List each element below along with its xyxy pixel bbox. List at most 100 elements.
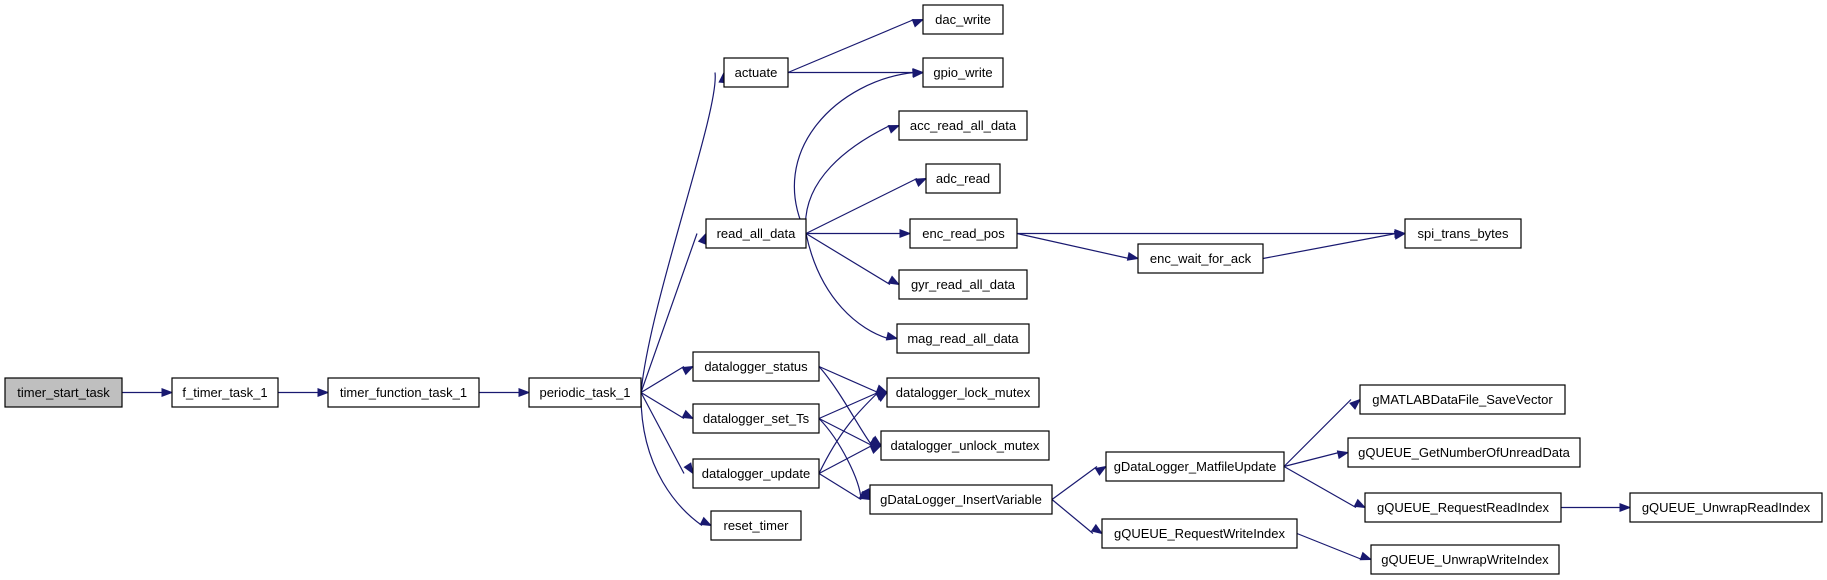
node-label: mag_read_all_data bbox=[907, 331, 1019, 346]
call-edge-periodic_task_1-to-datalogger_set_Ts bbox=[640, 391, 685, 420]
call-edge-actuate-to-dac_write bbox=[787, 18, 915, 74]
arrowhead-gDataLogger_InsertVariable-to-gQUEUE_RequestWriteIndex bbox=[1090, 523, 1104, 535]
node-label: enc_read_pos bbox=[922, 226, 1005, 241]
node-label: datalogger_update bbox=[702, 466, 810, 481]
arrowhead-timer_start_task-to-f_timer_task_1 bbox=[161, 387, 174, 398]
node-datalogger_update[interactable]: datalogger_update bbox=[692, 458, 820, 489]
node-f_timer_task_1[interactable]: f_timer_task_1 bbox=[171, 377, 279, 408]
node-gpio_write[interactable]: gpio_write bbox=[922, 57, 1004, 88]
arrowhead-enc_read_pos-to-enc_wait_for_ack bbox=[1126, 251, 1140, 261]
node-datalogger_set_Ts[interactable]: datalogger_set_Ts bbox=[692, 403, 820, 434]
node-box[interactable] bbox=[692, 403, 820, 434]
node-timer_start_task[interactable]: timer_start_task bbox=[4, 377, 123, 408]
node-box[interactable] bbox=[723, 57, 789, 88]
arrowhead-timer_function_task_1-to-periodic_task_1 bbox=[518, 387, 531, 398]
node-label: enc_wait_for_ack bbox=[1150, 251, 1252, 266]
node-spi_trans_bytes[interactable]: spi_trans_bytes bbox=[1404, 218, 1522, 249]
node-box[interactable] bbox=[898, 110, 1028, 141]
call-edge-periodic_task_1-to-reset_timer bbox=[640, 392, 703, 526]
node-actuate[interactable]: actuate bbox=[723, 57, 789, 88]
node-gQUEUE_RequestReadIndex[interactable]: gQUEUE_RequestReadIndex bbox=[1364, 492, 1562, 523]
call-edge-datalogger_set_Ts-to-datalogger_lock_mutex bbox=[818, 391, 879, 420]
node-box[interactable] bbox=[1347, 437, 1581, 468]
node-box[interactable] bbox=[1364, 492, 1562, 523]
arrowhead-read_all_data-to-adc_read bbox=[914, 177, 928, 187]
node-periodic_task_1[interactable]: periodic_task_1 bbox=[528, 377, 642, 408]
node-gQUEUE_GetNumberOfUnreadData[interactable]: gQUEUE_GetNumberOfUnreadData bbox=[1347, 437, 1581, 468]
arrowhead-periodic_task_1-to-datalogger_status bbox=[681, 365, 695, 376]
arrowhead-periodic_task_1-to-datalogger_set_Ts bbox=[681, 409, 695, 420]
call-edge-enc_wait_for_ack-to-spi_trans_bytes bbox=[1262, 232, 1397, 260]
node-acc_read_all_data[interactable]: acc_read_all_data bbox=[898, 110, 1028, 141]
arrowhead-gDataLogger_MatfileUpdate-to-gMATLABDataFile_SaveVector bbox=[1349, 398, 1362, 410]
node-label: gyr_read_all_data bbox=[911, 277, 1016, 292]
node-box[interactable] bbox=[925, 163, 1001, 194]
node-box[interactable] bbox=[869, 484, 1053, 515]
node-enc_read_pos[interactable]: enc_read_pos bbox=[909, 218, 1018, 249]
node-box[interactable] bbox=[898, 269, 1028, 300]
node-label: gQUEUE_GetNumberOfUnreadData bbox=[1358, 445, 1570, 460]
arrowhead-gDataLogger_MatfileUpdate-to-gQUEUE_GetNumberOfUnreadData bbox=[1336, 450, 1350, 460]
arrowhead-read_all_data-to-gpio_write bbox=[912, 68, 925, 78]
call-edge-gQUEUE_RequestWriteIndex-to-gQUEUE_UnwrapWriteIndex bbox=[1296, 532, 1363, 561]
node-box[interactable] bbox=[1137, 243, 1264, 274]
arrowhead-periodic_task_1-to-read_all_data bbox=[697, 232, 707, 245]
node-box[interactable] bbox=[528, 377, 642, 408]
node-box[interactable] bbox=[705, 218, 807, 249]
node-gDataLogger_MatfileUpdate[interactable]: gDataLogger_MatfileUpdate bbox=[1105, 451, 1285, 482]
node-box[interactable] bbox=[692, 458, 820, 489]
arrowhead-datalogger_set_Ts-to-datalogger_unlock_mutex bbox=[869, 437, 883, 447]
node-label: dac_write bbox=[935, 12, 991, 27]
node-dac_write[interactable]: dac_write bbox=[922, 4, 1004, 35]
node-box[interactable] bbox=[1370, 544, 1560, 575]
node-adc_read[interactable]: adc_read bbox=[925, 163, 1001, 194]
node-box[interactable] bbox=[1101, 518, 1298, 549]
node-box[interactable] bbox=[886, 377, 1040, 408]
node-box[interactable] bbox=[692, 351, 820, 382]
call-edge-periodic_task_1-to-read_all_data bbox=[640, 233, 698, 393]
call-edge-enc_read_pos-to-enc_wait_for_ack bbox=[1016, 232, 1130, 260]
arrowhead-gQUEUE_RequestWriteIndex-to-gQUEUE_UnwrapWriteIndex bbox=[1359, 551, 1373, 561]
node-box[interactable] bbox=[896, 323, 1030, 354]
node-box[interactable] bbox=[1105, 451, 1285, 482]
node-read_all_data[interactable]: read_all_data bbox=[705, 218, 807, 249]
node-box[interactable] bbox=[1404, 218, 1522, 249]
node-datalogger_status[interactable]: datalogger_status bbox=[692, 351, 820, 382]
node-gQUEUE_RequestWriteIndex[interactable]: gQUEUE_RequestWriteIndex bbox=[1101, 518, 1298, 549]
node-datalogger_unlock_mutex[interactable]: datalogger_unlock_mutex bbox=[880, 430, 1050, 461]
node-datalogger_lock_mutex[interactable]: datalogger_lock_mutex bbox=[886, 377, 1040, 408]
node-label: gQUEUE_RequestReadIndex bbox=[1377, 500, 1549, 515]
node-box[interactable] bbox=[4, 377, 123, 408]
node-box[interactable] bbox=[327, 377, 480, 408]
call-edge-periodic_task_1-to-datalogger_status bbox=[640, 365, 685, 394]
node-gyr_read_all_data[interactable]: gyr_read_all_data bbox=[898, 269, 1028, 300]
node-enc_wait_for_ack[interactable]: enc_wait_for_ack bbox=[1137, 243, 1264, 274]
call-edge-datalogger_set_Ts-to-gDataLogger_InsertVariable bbox=[818, 418, 862, 500]
node-gMATLABDataFile_SaveVector[interactable]: gMATLABDataFile_SaveVector bbox=[1359, 384, 1566, 415]
call-edge-gDataLogger_MatfileUpdate-to-gMATLABDataFile_SaveVector bbox=[1283, 399, 1352, 467]
node-reset_timer[interactable]: reset_timer bbox=[710, 510, 802, 541]
node-box[interactable] bbox=[909, 218, 1018, 249]
node-gQUEUE_UnwrapWriteIndex[interactable]: gQUEUE_UnwrapWriteIndex bbox=[1370, 544, 1560, 575]
node-box[interactable] bbox=[1629, 492, 1823, 523]
node-box[interactable] bbox=[710, 510, 802, 541]
call-edge-gDataLogger_MatfileUpdate-to-gQUEUE_GetNumberOfUnreadData bbox=[1283, 451, 1340, 468]
node-timer_function_task_1[interactable]: timer_function_task_1 bbox=[327, 377, 480, 408]
arrowhead-datalogger_update-to-datalogger_lock_mutex bbox=[875, 391, 889, 403]
node-gDataLogger_InsertVariable[interactable]: gDataLogger_InsertVariable bbox=[869, 484, 1053, 515]
call-edge-datalogger_set_Ts-to-datalogger_unlock_mutex bbox=[818, 417, 873, 447]
node-label: gQUEUE_RequestWriteIndex bbox=[1114, 526, 1286, 541]
node-box[interactable] bbox=[922, 57, 1004, 88]
arrowhead-datalogger_status-to-datalogger_lock_mutex bbox=[875, 384, 889, 394]
node-box[interactable] bbox=[1359, 384, 1566, 415]
call-edge-read_all_data-to-acc_read_all_data bbox=[804, 124, 891, 234]
call-edge-periodic_task_1-to-actuate bbox=[640, 72, 716, 393]
node-label: gMATLABDataFile_SaveVector bbox=[1372, 392, 1553, 407]
node-box[interactable] bbox=[171, 377, 279, 408]
node-box[interactable] bbox=[880, 430, 1050, 461]
call-edge-datalogger_update-to-gDataLogger_InsertVariable bbox=[818, 472, 862, 501]
arrowhead-f_timer_task_1-to-timer_function_task_1 bbox=[317, 387, 330, 398]
node-gQUEUE_UnwrapReadIndex[interactable]: gQUEUE_UnwrapReadIndex bbox=[1629, 492, 1823, 523]
node-box[interactable] bbox=[922, 4, 1004, 35]
node-mag_read_all_data[interactable]: mag_read_all_data bbox=[896, 323, 1030, 354]
